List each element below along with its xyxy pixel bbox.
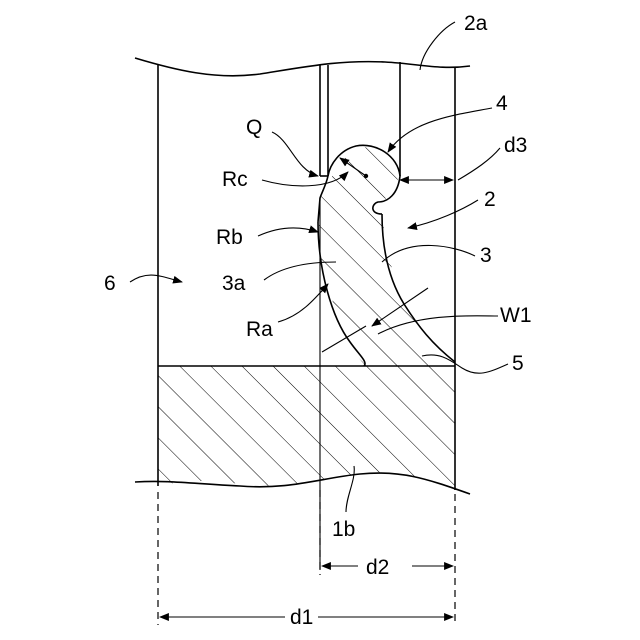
leader-d3 <box>458 148 500 180</box>
label-5: 5 <box>512 352 524 375</box>
rc-center-point <box>364 174 368 178</box>
label-d1: d1 <box>290 606 313 629</box>
leader-Q <box>272 132 318 176</box>
label-3a: 3a <box>222 272 246 295</box>
leader-4 <box>388 108 492 152</box>
label-Ra: Ra <box>246 318 273 341</box>
label-Rc: Rc <box>222 168 248 191</box>
leader-3 <box>382 245 475 262</box>
label-4: 4 <box>496 92 508 115</box>
base-block-hatched <box>158 366 455 488</box>
label-d3: d3 <box>504 134 527 157</box>
leader-6 <box>130 275 182 282</box>
label-2a: 2a <box>464 12 488 35</box>
leader-2 <box>408 200 478 228</box>
label-d2: d2 <box>366 556 389 579</box>
label-W1: W1 <box>500 304 532 327</box>
leader-Rb <box>258 228 318 236</box>
top-break-line <box>135 58 470 76</box>
label-Q: Q <box>246 116 262 139</box>
label-6: 6 <box>104 272 116 295</box>
label-1b: 1b <box>332 518 355 541</box>
label-2: 2 <box>484 188 496 211</box>
leader-2a <box>420 22 455 70</box>
label-3: 3 <box>480 244 492 267</box>
label-Rb: Rb <box>216 226 243 249</box>
